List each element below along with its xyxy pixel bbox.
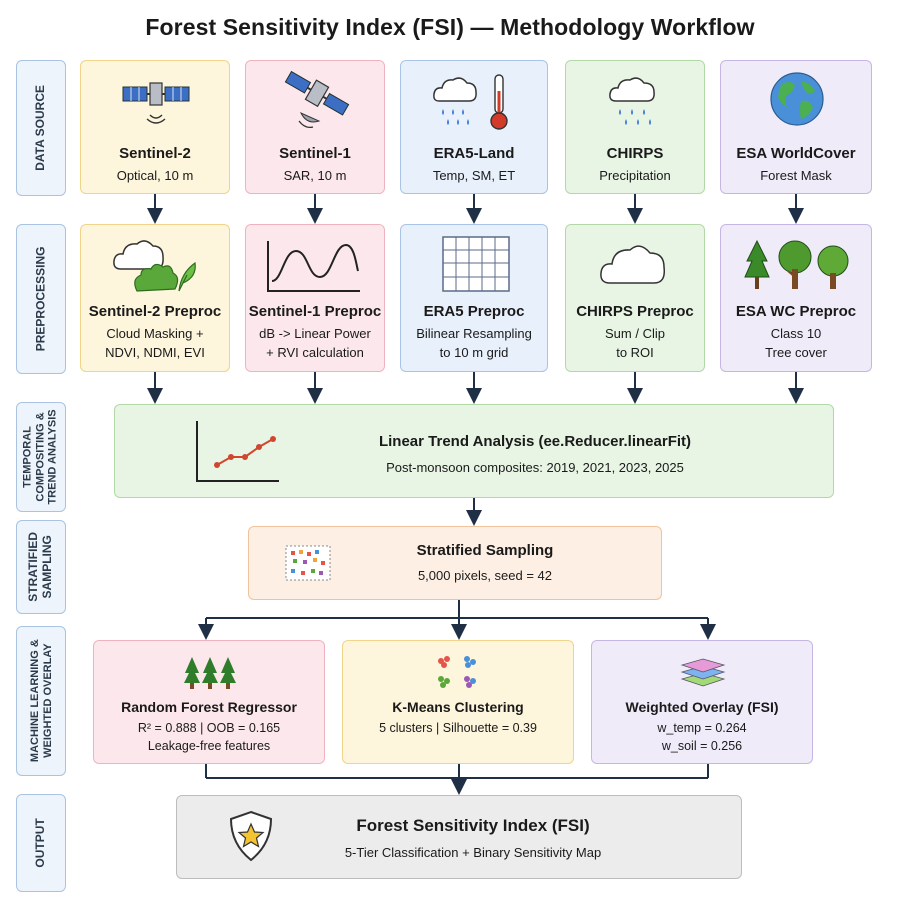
box-name: CHIRPS xyxy=(606,145,664,162)
trend-analysis: Linear Trend Analysis (ee.Reducer.linear… xyxy=(114,404,834,498)
trend-chart-icon xyxy=(196,421,279,482)
page-title: Forest Sensitivity Index (FSI) — Methodo… xyxy=(145,14,755,40)
source-chirps: CHIRPS Precipitation xyxy=(565,60,705,194)
cloud-vegetation-icon xyxy=(113,240,196,292)
box-name: ERA5 Preproc xyxy=(423,303,525,320)
box-sub: Class 10 Tree cover xyxy=(765,326,827,360)
stratified-sampling: Stratified Sampling 5,000 pixels, seed =… xyxy=(248,526,662,600)
box-sub: Forest Mask xyxy=(760,168,832,183)
wave-graph-icon xyxy=(267,241,360,292)
rain-cloud-icon xyxy=(609,77,655,125)
box-sub: Precipitation xyxy=(599,168,671,183)
radar-satellite-icon xyxy=(284,70,350,129)
preproc-esa-wc: ESA WC Preproc Class 10 Tree cover xyxy=(720,224,872,372)
box-name: Linear Trend Analysis (ee.Reducer.linear… xyxy=(378,433,692,450)
preproc-era5: ERA5 Preproc Bilinear Resampling to 10 m… xyxy=(400,224,548,372)
grid-icon xyxy=(442,236,510,292)
box-name: Sentinel-1 Preproc xyxy=(248,303,382,320)
globe-icon xyxy=(770,72,824,126)
output-fsi: Forest Sensitivity Index (FSI) 5-Tier Cl… xyxy=(176,795,742,879)
box-sub: Optical, 10 m xyxy=(116,168,194,183)
box-name: Stratified Sampling xyxy=(416,542,554,559)
source-sentinel-1: Sentinel-1 SAR, 10 m xyxy=(245,60,385,194)
preproc-sentinel-1: Sentinel-1 Preproc dB -> Linear Power + … xyxy=(245,224,385,372)
box-name: K-Means Clustering xyxy=(392,699,524,715)
rain-thermometer-icon xyxy=(433,74,508,130)
box-sub: Sum / Clip to ROI xyxy=(605,326,665,360)
stage-ml: MACHINE LEARNING & WEIGHTED OVERLAY xyxy=(16,626,66,776)
box-name: ESA WC Preproc xyxy=(735,303,857,320)
preproc-chirps: CHIRPS Preproc Sum / Clip to ROI xyxy=(565,224,705,372)
box-name: Forest Sensitivity Index (FSI) xyxy=(356,816,590,835)
box-name: ESA WorldCover xyxy=(736,145,856,162)
preproc-sentinel-2: Sentinel-2 Preproc Cloud Masking + NDVI,… xyxy=(80,224,230,372)
stage-temporal: TEMPORAL COMPOSITING & TREND ANALYSIS xyxy=(16,402,66,512)
box-sub: dB -> Linear Power + RVI calculation xyxy=(259,326,371,360)
clusters-icon xyxy=(438,656,476,688)
box-name: Sentinel-1 xyxy=(279,145,351,162)
box-name: Random Forest Regressor xyxy=(121,699,297,715)
box-sub: SAR, 10 m xyxy=(283,168,347,183)
box-sub: Post-monsoon composites: 2019, 2021, 202… xyxy=(386,460,684,475)
random-forest-regressor: Random Forest Regressor R² = 0.888 | OOB… xyxy=(93,640,325,764)
shield-star-icon xyxy=(229,810,273,862)
source-era5-land: ERA5-Land Temp, SM, ET xyxy=(400,60,548,194)
box-name: CHIRPS Preproc xyxy=(576,303,694,320)
box-sub: 5 clusters | Silhouette = 0.39 xyxy=(379,721,537,735)
box-sub: Cloud Masking + NDVI, NDMI, EVI xyxy=(105,326,205,360)
stage-stratified: STRATIFIED SAMPLING xyxy=(16,520,66,614)
box-sub: 5-Tier Classification + Binary Sensitivi… xyxy=(344,845,602,860)
stage-output: OUTPUT xyxy=(16,794,66,892)
k-means-clustering: K-Means Clustering 5 clusters | Silhouet… xyxy=(342,640,574,764)
weighted-overlay: Weighted Overlay (FSI) w_temp = 0.264 w_… xyxy=(591,640,813,764)
stage-data-source: DATA SOURCE xyxy=(16,60,66,196)
layers-icon xyxy=(680,658,726,687)
box-name: ERA5-Land xyxy=(433,145,515,162)
source-sentinel-2: Sentinel-2 Optical, 10 m xyxy=(80,60,230,194)
satellite-icon xyxy=(122,82,190,124)
box-sub: Bilinear Resampling to 10 m grid xyxy=(416,326,532,360)
source-esa-worldcover: ESA WorldCover Forest Mask xyxy=(720,60,872,194)
box-sub: w_temp = 0.264 w_soil = 0.256 xyxy=(657,721,747,754)
box-sub: 5,000 pixels, seed = 42 xyxy=(417,568,553,583)
trees-icon xyxy=(744,239,849,289)
box-name: Weighted Overlay (FSI) xyxy=(625,699,779,715)
box-name: Sentinel-2 Preproc xyxy=(88,303,222,320)
cloud-icon xyxy=(600,245,666,284)
box-sub: Temp, SM, ET xyxy=(432,168,516,183)
stage-preprocessing: PREPROCESSING xyxy=(16,224,66,374)
box-name: Sentinel-2 xyxy=(119,145,191,162)
forest-icon xyxy=(184,657,236,689)
box-sub: R² = 0.888 | OOB = 0.165 Leakage-free fe… xyxy=(137,721,281,754)
pixel-sample-icon xyxy=(285,545,331,581)
